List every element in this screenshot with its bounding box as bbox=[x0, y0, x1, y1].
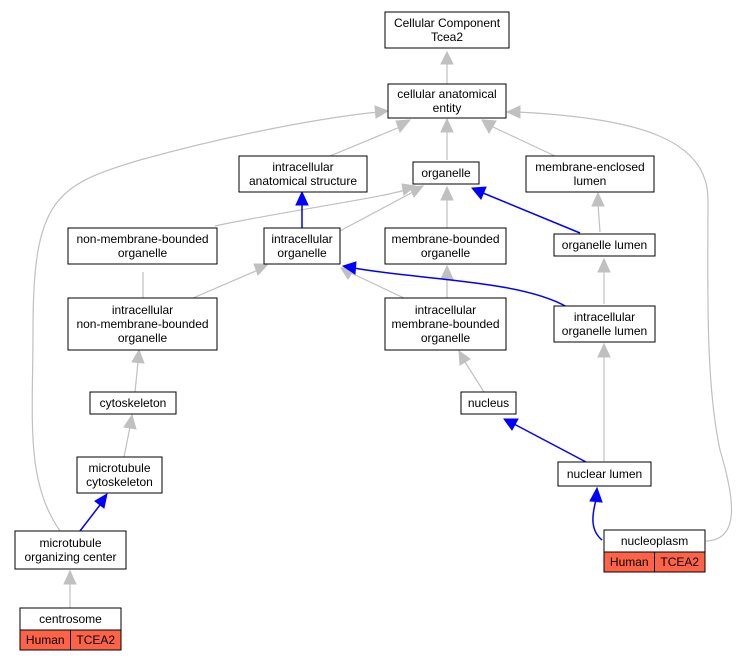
node-ias-label-1: anatomical structure bbox=[249, 174, 357, 188]
annotation-np: Human TCEA2 bbox=[603, 551, 706, 573]
edge-ol-to-mel bbox=[591, 191, 605, 233]
node-cc_root-label-0: Cellular Component bbox=[394, 16, 501, 30]
node-nmbo-label-0: non-membrane-bounded bbox=[76, 232, 208, 246]
node-nucleus[interactable]: nucleus bbox=[460, 391, 517, 415]
node-cyto[interactable]: cytoskeleton bbox=[89, 391, 177, 415]
node-organelle-label-0: organelle bbox=[421, 166, 471, 180]
edge-ol-to-organelle bbox=[471, 186, 581, 234]
node-cs[interactable]: centrosome bbox=[19, 607, 122, 631]
edge-imbo-to-mbo bbox=[440, 264, 454, 298]
node-mbo-label-0: membrane-bounded bbox=[391, 232, 499, 246]
node-iol-label-0: intracellular bbox=[574, 310, 635, 324]
annotation-cs: Human TCEA2 bbox=[19, 629, 122, 651]
annotation-gene: TCEA2 bbox=[660, 555, 699, 569]
edge-np-to-nl bbox=[589, 486, 603, 541]
node-inmbo-label-2: organelle bbox=[118, 331, 168, 345]
edge-nucleus-to-imbo bbox=[458, 349, 485, 393]
edge-iol-to-io bbox=[341, 261, 568, 308]
node-mbo-label-1: organelle bbox=[421, 246, 471, 260]
node-cs-label-0: centrosome bbox=[39, 612, 102, 626]
node-nl[interactable]: nuclear lumen bbox=[557, 461, 652, 487]
edge-mtc-to-cyto bbox=[123, 413, 137, 458]
node-ol[interactable]: organelle lumen bbox=[553, 233, 656, 257]
node-mel-label-1: lumen bbox=[574, 174, 607, 188]
edge-np-to-cae bbox=[505, 105, 733, 542]
node-inmbo-label-1: non-membrane-bounded bbox=[76, 317, 208, 331]
edge-cs-to-moc bbox=[63, 569, 77, 608]
node-cyto-label-0: cytoskeleton bbox=[100, 396, 167, 410]
edge-cae-to-root bbox=[440, 50, 454, 84]
node-cc_root-label-1: Tcea2 bbox=[431, 30, 463, 44]
node-io-label-1: organelle bbox=[277, 246, 327, 260]
edge-inmbo-to-io bbox=[192, 263, 270, 299]
node-moc-label-1: organizing center bbox=[24, 550, 116, 564]
edge-nl-to-iol bbox=[597, 342, 611, 461]
node-organelle[interactable]: organelle bbox=[412, 161, 480, 185]
node-mtc-label-1: cytoskeleton bbox=[86, 475, 153, 489]
edge-cyto-to-inmbo bbox=[131, 348, 145, 393]
edge-io-to-organelle bbox=[337, 185, 425, 233]
edge-mbo-to-organelle bbox=[440, 185, 454, 228]
node-np-label-0: nucleoplasm bbox=[621, 534, 688, 548]
edge-imbo-to-io bbox=[340, 267, 405, 299]
node-io-label-0: intracellular bbox=[271, 232, 332, 246]
annotation-gene: TCEA2 bbox=[76, 633, 115, 647]
edge-mel-to-cae bbox=[481, 119, 556, 157]
node-imbo-label-0: intracellular bbox=[415, 303, 476, 317]
node-imbo-label-2: organelle bbox=[421, 331, 471, 345]
node-inmbo[interactable]: intracellularnon-membrane-boundedorganel… bbox=[67, 297, 218, 351]
node-nucleus-label-0: nucleus bbox=[468, 396, 509, 410]
node-mtc-label-0: microtubule bbox=[88, 461, 150, 475]
edge-io-to-ias bbox=[295, 190, 309, 228]
edge-iol-to-ol bbox=[597, 257, 611, 304]
annotation-species: Human bbox=[26, 633, 65, 647]
node-ol-label-0: organelle lumen bbox=[562, 238, 647, 252]
edge-organelle-to-cae bbox=[440, 117, 454, 160]
node-cae-label-0: cellular anatomical bbox=[397, 87, 496, 101]
edge-moc-to-cae bbox=[31, 105, 390, 532]
node-np[interactable]: nucleoplasm bbox=[603, 529, 706, 553]
node-mel-label-0: membrane-enclosed bbox=[535, 160, 644, 174]
edge-nl-to-nucleus bbox=[503, 418, 587, 463]
edge-ias-to-cae bbox=[329, 119, 412, 157]
node-iol-label-1: organelle lumen bbox=[562, 324, 647, 338]
node-imbo-label-1: membrane-bounded bbox=[391, 317, 499, 331]
node-nl-label-0: nuclear lumen bbox=[567, 467, 642, 481]
edge-moc-to-mtc bbox=[79, 492, 108, 532]
node-nmbo-label-1: organelle bbox=[118, 246, 168, 260]
node-ias-label-0: intracellular bbox=[272, 160, 333, 174]
annotation-species: Human bbox=[610, 555, 649, 569]
node-cae-label-1: entity bbox=[433, 101, 462, 115]
node-inmbo-label-0: intracellular bbox=[112, 303, 173, 317]
node-moc-label-0: microtubule bbox=[39, 536, 101, 550]
